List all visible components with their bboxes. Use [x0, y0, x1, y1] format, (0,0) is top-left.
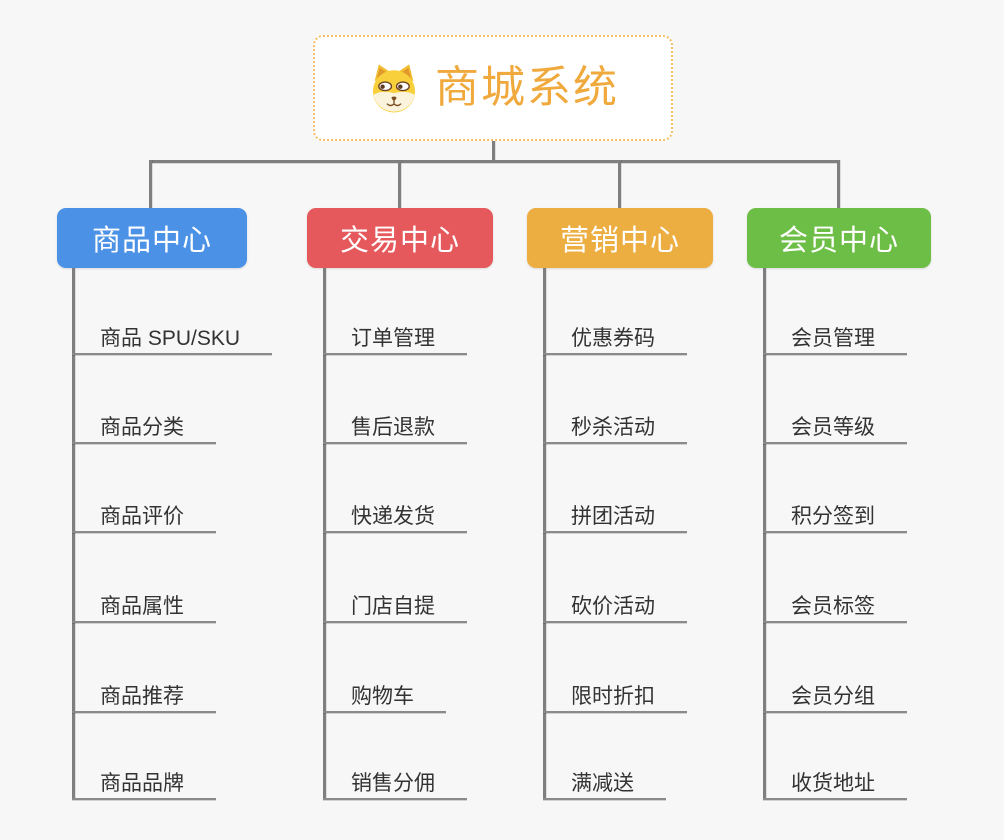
connector-root-stub [492, 141, 495, 162]
leaf-item[interactable]: 商品分类 [72, 410, 216, 444]
branch-label: 交易中心 [339, 225, 460, 257]
leaf-item[interactable]: 收货地址 [763, 766, 907, 800]
leaf-item[interactable]: 订单管理 [323, 321, 467, 355]
leaf-item[interactable]: 会员等级 [763, 410, 907, 444]
branch-label: 营销中心 [559, 225, 680, 257]
connector-drop-member [837, 160, 840, 208]
connector-drop-marketing [618, 160, 621, 208]
leaf-item[interactable]: 售后退款 [323, 410, 467, 444]
leaf-item[interactable]: 秒杀活动 [543, 410, 687, 444]
leaf-item[interactable]: 商品品牌 [72, 766, 216, 800]
leaf-item[interactable]: 商品属性 [72, 589, 216, 623]
branch-children-member: 会员管理 会员等级 积分签到 会员标签 会员分组 收货地址 [763, 268, 1004, 802]
leaf-item[interactable]: 限时折扣 [543, 679, 687, 713]
leaf-item[interactable]: 商品 SPU/SKU [72, 321, 273, 355]
leaf-item[interactable]: 砍价活动 [543, 589, 687, 623]
leaf-item[interactable]: 快递发货 [323, 499, 467, 533]
branch-children-product: 商品 SPU/SKU 商品分类 商品评价 商品属性 商品推荐 商品品牌 [72, 268, 332, 802]
branch-node-marketing[interactable]: 营销中心 [527, 208, 713, 268]
root-node[interactable]: 商城系统 [313, 35, 673, 141]
leaf-item[interactable]: 会员分组 [763, 679, 907, 713]
connector-trunk [543, 268, 546, 800]
leaf-item[interactable]: 优惠券码 [543, 321, 687, 355]
leaf-item[interactable]: 满减送 [543, 766, 666, 800]
shiba-dog-face-icon [372, 64, 416, 113]
branch-node-product[interactable]: 商品中心 [57, 208, 247, 268]
leaf-item[interactable]: 商品评价 [72, 499, 216, 533]
connector-trunk [72, 268, 75, 800]
connector-trunk [763, 268, 766, 800]
connector-drop-trade [398, 160, 401, 208]
root-title: 商城系统 [435, 63, 619, 112]
leaf-item[interactable]: 购物车 [323, 679, 446, 713]
branch-label: 会员中心 [778, 225, 899, 257]
branch-children-trade: 订单管理 售后退款 快递发货 门店自提 购物车 销售分佣 [323, 268, 583, 802]
connector-drop-product [149, 160, 152, 208]
leaf-item[interactable]: 会员管理 [763, 321, 907, 355]
leaf-item[interactable]: 积分签到 [763, 499, 907, 533]
branch-node-trade[interactable]: 交易中心 [307, 208, 493, 268]
connector-bus [150, 160, 840, 163]
leaf-item[interactable]: 门店自提 [323, 589, 467, 623]
branch-node-member[interactable]: 会员中心 [747, 208, 931, 268]
branch-children-marketing: 优惠券码 秒杀活动 拼团活动 砍价活动 限时折扣 满减送 [543, 268, 803, 802]
leaf-item[interactable]: 拼团活动 [543, 499, 687, 533]
leaf-item[interactable]: 销售分佣 [323, 766, 467, 800]
leaf-item[interactable]: 会员标签 [763, 589, 907, 623]
connector-trunk [323, 268, 326, 800]
branch-label: 商品中心 [91, 225, 212, 257]
leaf-item[interactable]: 商品推荐 [72, 679, 216, 713]
